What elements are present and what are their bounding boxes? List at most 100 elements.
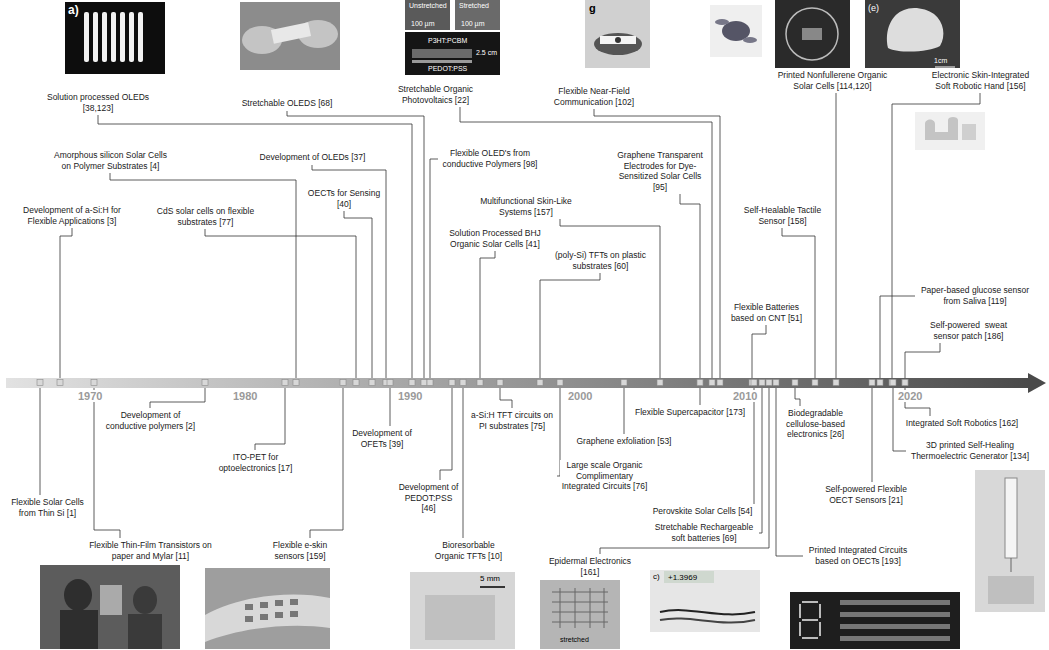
label-anchor: Stretchable Rechargeable soft batteries … xyxy=(652,522,756,543)
syringe-needle xyxy=(1011,558,1012,572)
bubble-solar-photo xyxy=(775,0,850,68)
milestone-label: Electronic Skin-Integrated Soft Robotic … xyxy=(929,70,1032,91)
photo-caption: g xyxy=(589,2,596,15)
milestone-marker xyxy=(449,380,455,386)
leader-line xyxy=(255,388,285,450)
label-anchor: 5 mm xyxy=(480,574,500,583)
milestone-label: Solution processed OLEDs [38,123] xyxy=(44,92,152,113)
milestone-marker xyxy=(717,380,723,386)
label-anchor: Self-powered sweat sensor patch [186] xyxy=(927,320,1010,341)
circuit-row xyxy=(840,600,950,605)
milestone-label: Biodegradable cellulose-based electronic… xyxy=(783,408,848,440)
device-photo xyxy=(405,32,500,75)
syringe-body xyxy=(1005,478,1017,558)
label-anchor: 100 µm xyxy=(411,20,435,28)
milestone-marker xyxy=(37,380,43,386)
milestone-marker xyxy=(421,380,427,386)
leader-line xyxy=(872,388,873,482)
label-anchor: 3D printed Self-Healing Thermoelectric G… xyxy=(909,440,1031,461)
photo-caption: Unstretched xyxy=(409,2,447,10)
milestone-marker xyxy=(621,380,627,386)
sensor-pad xyxy=(962,124,976,140)
milestone-label: Flexible Supercapacitor [173] xyxy=(633,407,747,418)
leader-line xyxy=(480,251,495,378)
photo-ground xyxy=(650,570,760,632)
oled-stripe xyxy=(129,12,134,62)
label-anchor: Self-Healable Tactile Sensor [158] xyxy=(741,205,824,226)
label-anchor: Flexible Thin-Film Transistors on paper … xyxy=(86,540,215,561)
sensor-cell xyxy=(260,602,268,608)
label-anchor: g xyxy=(589,2,596,15)
label-anchor: Stretched xyxy=(459,2,489,10)
oled-stripe xyxy=(120,12,125,62)
turtle-flipper xyxy=(715,19,729,25)
circuit-row xyxy=(840,624,950,629)
photo-caption: PEDOT:PSS xyxy=(428,65,467,73)
leader-line xyxy=(390,388,391,426)
milestone-marker xyxy=(497,380,503,386)
photo-caption: 5 mm xyxy=(480,574,500,583)
device-strip xyxy=(271,22,311,44)
label-anchor: Perovskite Solar Cells [54] xyxy=(651,506,754,517)
label-anchor: 1990 xyxy=(397,390,423,402)
milestone-marker xyxy=(902,380,908,386)
oled-stripe xyxy=(138,12,143,62)
sensor-pattern xyxy=(925,117,958,140)
photo-caption: a) xyxy=(68,4,79,18)
label-anchor: Printed Integrated Circuits based on OEC… xyxy=(806,545,910,566)
photo-ground xyxy=(205,568,330,649)
milestone-label: a-Si:H TFT circuits on PI substrates [75… xyxy=(468,410,556,431)
leader-line xyxy=(680,194,700,378)
label-anchor: stretched xyxy=(560,636,589,644)
milestone-marker xyxy=(877,380,883,386)
milestone-marker xyxy=(537,380,543,386)
milestone-marker xyxy=(460,380,466,386)
milestone-marker xyxy=(477,380,483,386)
photo-caption: Stretched xyxy=(459,2,489,10)
mesh-lines xyxy=(552,588,608,628)
label-anchor: 1980 xyxy=(232,390,258,402)
label-anchor: Printed Nonfullerene Organic Solar Cells… xyxy=(775,70,890,91)
leader-line xyxy=(624,388,625,434)
sensor-cell xyxy=(245,604,253,610)
milestone-marker xyxy=(869,380,875,386)
milestone-marker xyxy=(792,380,798,386)
leader-line xyxy=(463,388,464,538)
segment-display xyxy=(800,602,820,638)
leader-line xyxy=(540,273,600,378)
label-anchor: c) xyxy=(653,572,660,581)
milestone-label: Development of conductive polymers [2] xyxy=(104,410,197,431)
milestone-label: Flexible Batteries based on CNT [51] xyxy=(729,302,804,323)
label-anchor: Flexible OLED's from conductive Polymers… xyxy=(441,148,539,169)
device-layer xyxy=(412,49,472,58)
label-anchor: +1.3969 xyxy=(668,573,697,582)
leader-line xyxy=(500,388,512,408)
thin-film-people-photo xyxy=(40,565,180,649)
epidermal-photo xyxy=(540,580,620,649)
meter-display xyxy=(664,571,714,583)
label-anchor: Graphene exfoliation [53] xyxy=(575,436,673,447)
paper-sensor-icon xyxy=(915,112,985,150)
circuit-row xyxy=(840,636,950,641)
milestone-label: Perovskite Solar Cells [54] xyxy=(651,506,754,517)
photo-caption: P3HT:PCBM xyxy=(428,37,467,45)
sensor-cell xyxy=(245,616,253,622)
battery-cable xyxy=(660,610,755,614)
milestone-marker xyxy=(759,380,765,386)
milestone-label: Integrated Soft Robotics [162] xyxy=(904,418,1020,429)
label-anchor: ITO-PET for optoelectronics [17] xyxy=(217,452,294,473)
leader-line xyxy=(700,388,701,405)
label-anchor: 2000 xyxy=(567,390,593,402)
milestone-marker xyxy=(427,380,433,386)
solar-cell xyxy=(802,28,822,40)
label-anchor: (poly-Si) TFTs on plastic substrates [60… xyxy=(552,250,649,271)
year-label: 1990 xyxy=(397,390,423,402)
photo-ground xyxy=(710,5,762,57)
photo-caption: +1.3969 xyxy=(668,573,697,582)
scale-bar xyxy=(935,67,955,68)
sensor-cell xyxy=(290,599,298,605)
leader-line xyxy=(759,388,762,533)
milestone-label: Paper-based glucose sensor from Saliva [… xyxy=(918,285,1032,306)
leader-line xyxy=(110,173,296,378)
